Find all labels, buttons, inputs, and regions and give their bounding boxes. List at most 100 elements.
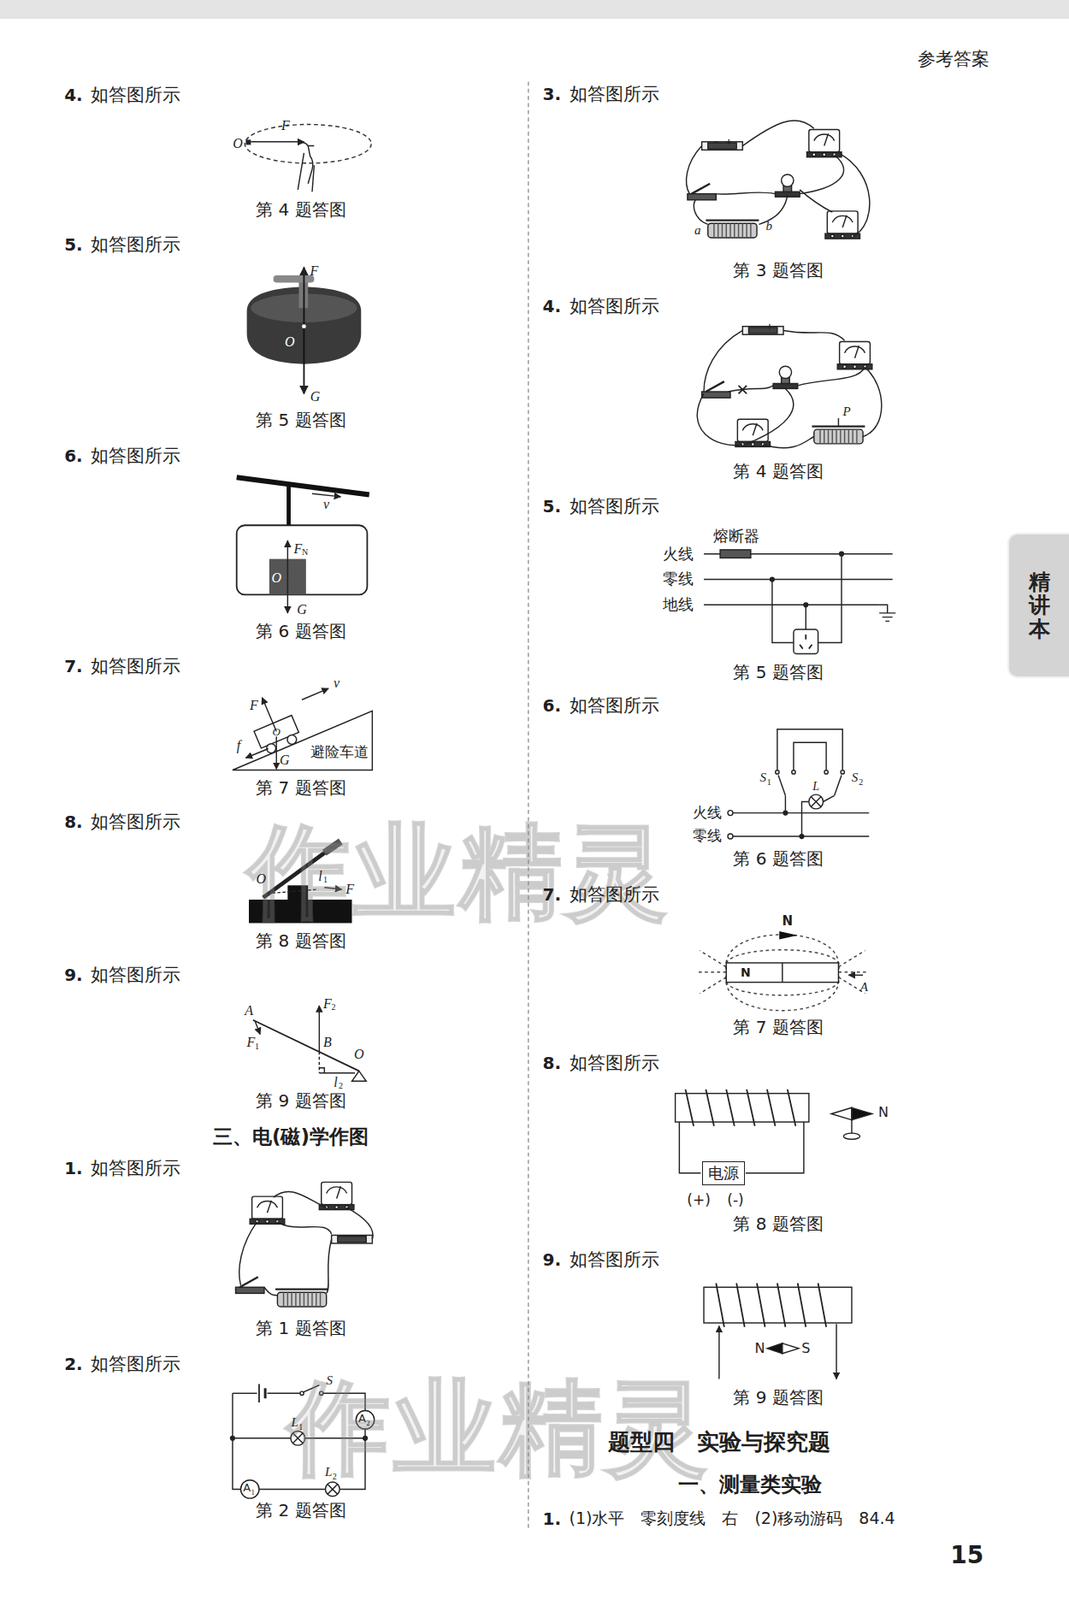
answer-text: 第 8 题答图 xyxy=(732,1214,823,1235)
figure-part xyxy=(236,477,370,495)
answer-text: 零线 xyxy=(662,570,694,589)
answer-text: 第 9 题答图 xyxy=(255,1090,346,1111)
figure-part xyxy=(230,81,897,1530)
answer-text: 如答图所示 xyxy=(569,884,660,905)
figure-part xyxy=(805,604,807,630)
figure-part xyxy=(695,971,727,973)
figure-part xyxy=(253,715,302,757)
figure-part xyxy=(0,0,1069,19)
heading: 15 xyxy=(950,1541,984,1570)
symbol-label: A xyxy=(244,1003,254,1019)
symbol-label: F xyxy=(345,881,355,898)
power-box: 电源 xyxy=(702,1161,745,1186)
figure-part xyxy=(840,770,845,774)
figure-part xyxy=(245,748,268,758)
symbol-label: F xyxy=(293,540,302,556)
answer-text: 如答图所示 xyxy=(90,811,181,833)
figure-part xyxy=(287,540,289,578)
figure-part xyxy=(273,1191,327,1208)
figure-part xyxy=(818,554,842,644)
figure-part xyxy=(301,324,307,329)
figure-part xyxy=(720,549,751,559)
figure-part xyxy=(758,194,787,225)
item-number: 8. xyxy=(543,1052,562,1073)
figure-part xyxy=(777,729,843,773)
symbol-label: S xyxy=(759,770,767,786)
item-number: 8. xyxy=(64,812,83,833)
symbol-label: L xyxy=(291,1415,299,1430)
symbol-label: S xyxy=(851,770,859,786)
figure-part xyxy=(839,551,845,556)
answer-text: 第 5 题答图 xyxy=(255,410,346,431)
figure-part xyxy=(783,330,845,341)
figure-part xyxy=(802,802,810,838)
node-text: 电源 xyxy=(708,1163,739,1184)
figure-part xyxy=(793,629,819,655)
figure-part xyxy=(699,950,727,968)
figure-part xyxy=(727,810,733,816)
figure-part xyxy=(326,1239,332,1294)
figure-part xyxy=(862,366,882,437)
figure-part xyxy=(250,141,304,142)
figure-part xyxy=(703,578,893,580)
figure-part xyxy=(799,189,833,213)
figure-part xyxy=(258,1384,260,1403)
answer-text: 如答图所示 xyxy=(90,84,181,106)
symbol-label: P xyxy=(842,404,851,420)
answer-text: 避险车道 xyxy=(310,744,369,762)
figure-part xyxy=(831,1107,852,1120)
figure-part xyxy=(772,578,794,643)
figure-part xyxy=(318,1068,325,1074)
symbol-label: l xyxy=(318,868,322,884)
answer-text: 如答图所示 xyxy=(90,1157,181,1179)
figure-part xyxy=(696,393,743,445)
symbol-label: F xyxy=(249,697,259,714)
figure-part xyxy=(774,174,800,197)
answer-text: 火线 xyxy=(692,804,722,822)
answer-text: 熔断器 xyxy=(713,527,760,546)
subscript: 2 xyxy=(858,777,863,788)
item-number: 4. xyxy=(64,84,83,105)
figure-part xyxy=(838,153,869,237)
figure-part xyxy=(244,124,372,164)
figure-part xyxy=(303,326,306,395)
figure-part xyxy=(730,835,869,837)
figure-part xyxy=(782,1343,799,1354)
symbol-label: G xyxy=(279,751,290,768)
subscript: 1 xyxy=(767,777,772,788)
answer-text: (+) xyxy=(686,1192,711,1210)
figure-part xyxy=(823,795,835,802)
figure-part xyxy=(834,774,842,796)
figure-part xyxy=(762,436,815,448)
answer-text: 第 4 题答图 xyxy=(255,199,346,219)
answer-text: (1)水平 零刻度线 右 (2)移动游码 84.4 xyxy=(569,1509,896,1529)
symbol-label: f xyxy=(236,738,241,754)
node-text: 精讲本 xyxy=(1028,570,1051,642)
answer-text: 如答图所示 xyxy=(569,1249,660,1270)
answer-text: 如答图所示 xyxy=(569,496,660,517)
figure-part xyxy=(799,154,845,194)
figure-part xyxy=(838,950,865,968)
symbol-label: b xyxy=(766,218,774,234)
answer-text: N xyxy=(755,1340,766,1357)
figure-part xyxy=(230,1435,236,1441)
figure-part xyxy=(851,1107,873,1120)
answer-text: 第 9 题答图 xyxy=(732,1387,823,1408)
figure-part xyxy=(781,962,783,983)
figure-part xyxy=(810,797,821,808)
figure-part xyxy=(685,1089,797,1127)
watermark: 作业精灵 xyxy=(247,813,672,932)
item-number: 5. xyxy=(64,235,83,255)
figure-part xyxy=(811,426,865,444)
figure-part xyxy=(232,1393,258,1394)
symbol-label: G xyxy=(310,389,321,405)
figure-part xyxy=(752,324,773,330)
figure-part xyxy=(693,200,708,225)
item-number: 3. xyxy=(543,83,562,104)
subscript: 2 xyxy=(332,1471,337,1483)
figure-part xyxy=(264,1287,278,1296)
answer-text: 第 7 题答图 xyxy=(732,1017,823,1038)
heading: 一、测量类实验 xyxy=(678,1473,822,1498)
figure-part xyxy=(803,602,809,608)
